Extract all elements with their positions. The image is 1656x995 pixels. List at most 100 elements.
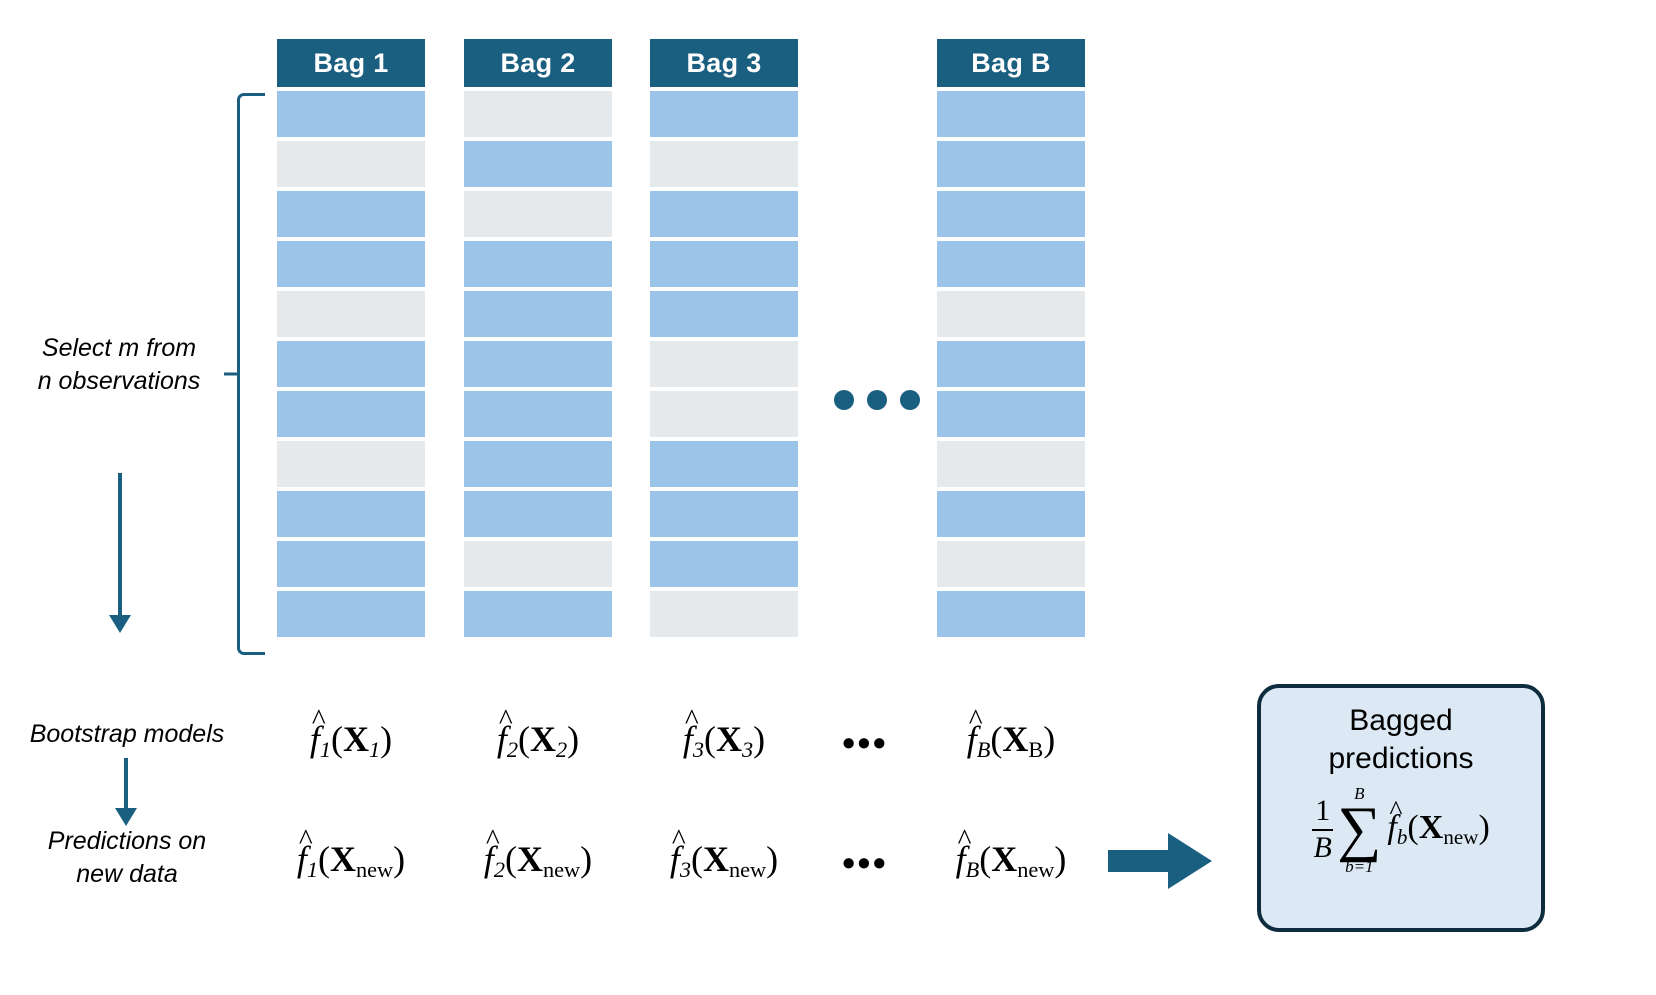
columns-ellipsis-icon bbox=[834, 390, 920, 410]
predictions-label: Predictions on new data bbox=[8, 825, 246, 891]
bag-cell bbox=[277, 241, 425, 287]
select-label-line2: n observations bbox=[37, 367, 201, 395]
f-index-b: b bbox=[1396, 825, 1408, 850]
select-observations-label: Select m from n observations bbox=[8, 332, 230, 398]
bagged-box-title: Bagged predictions bbox=[1328, 702, 1473, 779]
f-index: 1 bbox=[306, 857, 318, 883]
bag-cell bbox=[650, 541, 798, 587]
model-row-ellipsis: ••• bbox=[842, 723, 888, 765]
bag-header-2: Bag 2 bbox=[464, 39, 612, 87]
bag-cell bbox=[464, 491, 612, 537]
observations-bracket bbox=[224, 93, 265, 655]
bag-cell bbox=[937, 341, 1085, 387]
bag-cell bbox=[277, 141, 425, 187]
bag-cell bbox=[650, 441, 798, 487]
x-index: 1 bbox=[369, 737, 381, 763]
f-index: 2 bbox=[493, 857, 505, 883]
arrow-shaft bbox=[118, 473, 122, 615]
x-bold: X bbox=[343, 719, 369, 759]
prediction-formula-1: f1(Xnew) bbox=[265, 838, 437, 883]
bootstrap-models-label: Bootstrap models bbox=[29, 720, 225, 748]
bag-cell bbox=[464, 291, 612, 337]
f-hat: f bbox=[484, 839, 494, 879]
bag-cell bbox=[650, 491, 798, 537]
bag-cell bbox=[277, 491, 425, 537]
bag-cells-b bbox=[937, 91, 1085, 637]
f-hat: f bbox=[683, 719, 693, 759]
f-index: 3 bbox=[679, 857, 691, 883]
right-arrow-icon bbox=[1108, 833, 1212, 889]
x-new-subscript: new bbox=[355, 857, 394, 883]
f-index: 1 bbox=[319, 737, 331, 763]
f-hat: f bbox=[310, 719, 320, 759]
bag-cell bbox=[937, 291, 1085, 337]
arrow-shaft bbox=[124, 758, 128, 810]
model-formula-1: f1(X1) bbox=[277, 718, 425, 763]
model-formula-b: fB(XB) bbox=[937, 718, 1085, 763]
sigma-upper-limit: B bbox=[1354, 783, 1365, 803]
summation-operator: B ∑ b=1 bbox=[1337, 785, 1381, 875]
f-index: B bbox=[965, 857, 980, 883]
bag-cell bbox=[937, 191, 1085, 237]
prediction-row-ellipsis: ••• bbox=[842, 843, 888, 885]
bagged-predictions-box: Bagged predictions 1 B B ∑ b=1 fb(Xnew) bbox=[1257, 684, 1545, 932]
x-bold: X bbox=[516, 839, 543, 879]
sigma-lower-limit: b=1 bbox=[1345, 856, 1374, 876]
fraction-denominator: B bbox=[1313, 830, 1332, 864]
f-hat: f bbox=[967, 719, 977, 759]
bag-cell bbox=[277, 341, 425, 387]
bag-cells-2 bbox=[464, 91, 612, 637]
model-formula-3: f3(X3) bbox=[650, 718, 798, 763]
x-new-subscript: new bbox=[728, 857, 767, 883]
bag-cell bbox=[937, 591, 1085, 637]
bag-cells-1 bbox=[277, 91, 425, 637]
bag-cell bbox=[464, 541, 612, 587]
bag-header-3: Bag 3 bbox=[650, 39, 798, 87]
f-hat: f bbox=[297, 839, 307, 879]
ellipsis-dot bbox=[834, 390, 854, 410]
bag-cell bbox=[650, 341, 798, 387]
x-index: B bbox=[1028, 737, 1044, 763]
bag-cell bbox=[937, 441, 1085, 487]
bag-cell bbox=[650, 241, 798, 287]
bag-cell bbox=[650, 391, 798, 437]
x-bold: X bbox=[991, 839, 1018, 879]
f-hat: f bbox=[670, 839, 680, 879]
f-index: B bbox=[976, 737, 991, 763]
x-index: 2 bbox=[556, 737, 568, 763]
ellipsis-dot bbox=[900, 390, 920, 410]
x-bold: X bbox=[716, 719, 742, 759]
bag-cell bbox=[464, 141, 612, 187]
f-hat: f bbox=[956, 839, 966, 879]
arrow-tail bbox=[1108, 850, 1170, 872]
bag-cell bbox=[650, 591, 798, 637]
f-index: 3 bbox=[692, 737, 704, 763]
bag-cell bbox=[277, 191, 425, 237]
bag-column-2: Bag 2 bbox=[464, 39, 612, 637]
bag-cell bbox=[464, 191, 612, 237]
bag-column-1: Bag 1 bbox=[277, 39, 425, 637]
bag-column-3: Bag 3 bbox=[650, 39, 798, 637]
bag-cell bbox=[464, 241, 612, 287]
bag-cell bbox=[277, 91, 425, 137]
fraction-bar bbox=[1312, 828, 1334, 831]
bag-cell bbox=[937, 391, 1085, 437]
summand-expression: fb(Xnew) bbox=[1387, 809, 1489, 850]
bag-cell bbox=[650, 141, 798, 187]
predictions-label-line1: Predictions on bbox=[47, 827, 207, 855]
model-formula-2: f2(X2) bbox=[464, 718, 612, 763]
prediction-formula-3: f3(Xnew) bbox=[638, 838, 810, 883]
bag-cell bbox=[277, 541, 425, 587]
bag-cell bbox=[464, 91, 612, 137]
bag-cell bbox=[464, 441, 612, 487]
bag-cell bbox=[277, 591, 425, 637]
one-over-b-fraction: 1 B bbox=[1312, 795, 1334, 864]
bag-header-1: Bag 1 bbox=[277, 39, 425, 87]
prediction-formula-b: fB(Xnew) bbox=[925, 838, 1097, 883]
x-new-subscript: new bbox=[542, 857, 581, 883]
bagged-title-line2: predictions bbox=[1328, 742, 1474, 776]
predictions-label-line2: new data bbox=[76, 860, 178, 888]
arrow-head bbox=[115, 808, 137, 826]
ellipsis-dot bbox=[867, 390, 887, 410]
bag-cell bbox=[464, 391, 612, 437]
